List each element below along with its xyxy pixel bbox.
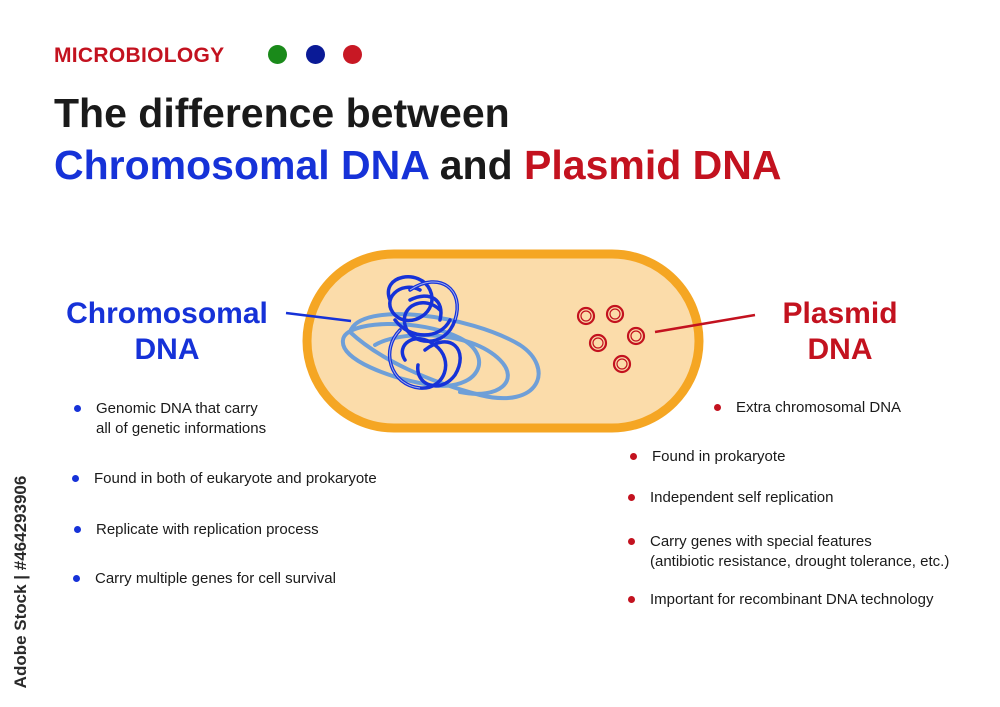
chromosomal-label-line1: Chromosomal — [66, 297, 268, 330]
bullet-text: Genomic DNA that carry — [96, 400, 258, 417]
list-item: Genomic DNA that carry all of genetic in… — [74, 399, 266, 439]
bullet-text: Important for recombinant DNA technology — [650, 591, 934, 608]
chromosomal-dna-label: Chromosomal DNA — [52, 296, 282, 368]
chromosomal-pointer-line — [285, 311, 352, 323]
bullet-dot-icon — [628, 494, 635, 501]
bullet-text: Replicate with replication process — [96, 521, 319, 538]
bullet-text: Found in prokaryote — [652, 448, 786, 465]
chromosomal-dna-tangle — [340, 275, 541, 401]
list-item: Carry genes with special features (antib… — [628, 532, 949, 572]
red-dot-icon — [343, 45, 362, 64]
stock-watermark: Adobe Stock | #464293906 — [8, 462, 34, 702]
plasmid-label-line2: DNA — [807, 333, 873, 366]
bullet-text: Found in both of eukaryote and prokaryot… — [94, 470, 377, 487]
bullet-dot-icon — [714, 404, 721, 411]
plasmid-circles — [576, 304, 646, 374]
plasmid-pointer-line — [654, 313, 756, 334]
blue-dot-icon — [306, 45, 325, 64]
bullet-text: Carry multiple genes for cell survival — [95, 570, 336, 587]
bullet-text: Independent self replication — [650, 489, 834, 506]
list-item: Independent self replication — [628, 488, 833, 508]
title-and: and — [428, 142, 525, 188]
bullet-dot-icon — [74, 526, 81, 533]
list-item: Extra chromosomal DNA — [714, 398, 901, 418]
list-item: Important for recombinant DNA technology — [628, 590, 933, 610]
bullet-dot-icon — [73, 575, 80, 582]
bullet-text: Extra chromosomal DNA — [736, 399, 902, 416]
page-title-line1: The difference between — [54, 90, 510, 136]
title-plasmid-dna: Plasmid DNA — [524, 142, 782, 188]
bullet-dot-icon — [72, 475, 79, 482]
green-dot-icon — [268, 45, 287, 64]
list-item: Found in both of eukaryote and prokaryot… — [72, 469, 377, 489]
cell-body — [302, 249, 704, 433]
page-title-line2: Chromosomal DNA and Plasmid DNA — [54, 142, 782, 189]
list-item: Carry multiple genes for cell survival — [73, 569, 336, 589]
plasmid-dna-label: Plasmid DNA — [760, 296, 920, 368]
watermark-text: Adobe Stock | #464293906 — [11, 475, 30, 689]
chromosomal-label-line2: DNA — [134, 333, 200, 366]
list-item: Replicate with replication process — [74, 520, 319, 540]
plasmid-label-line1: Plasmid — [782, 297, 898, 330]
bullet-text: Carry genes with special features — [650, 533, 872, 550]
bullet-dot-icon — [630, 453, 637, 460]
bullet-text-line2: all of genetic informations — [96, 420, 267, 437]
title-chromosomal-dna: Chromosomal DNA — [54, 142, 429, 188]
category-label: MICROBIOLOGY — [54, 44, 225, 67]
bullet-text-line2: (antibiotic resistance, drought toleranc… — [650, 553, 950, 570]
bullet-dot-icon — [628, 538, 635, 545]
list-item: Found in prokaryote — [630, 447, 785, 467]
bullet-dot-icon — [74, 405, 81, 412]
bullet-dot-icon — [628, 596, 635, 603]
